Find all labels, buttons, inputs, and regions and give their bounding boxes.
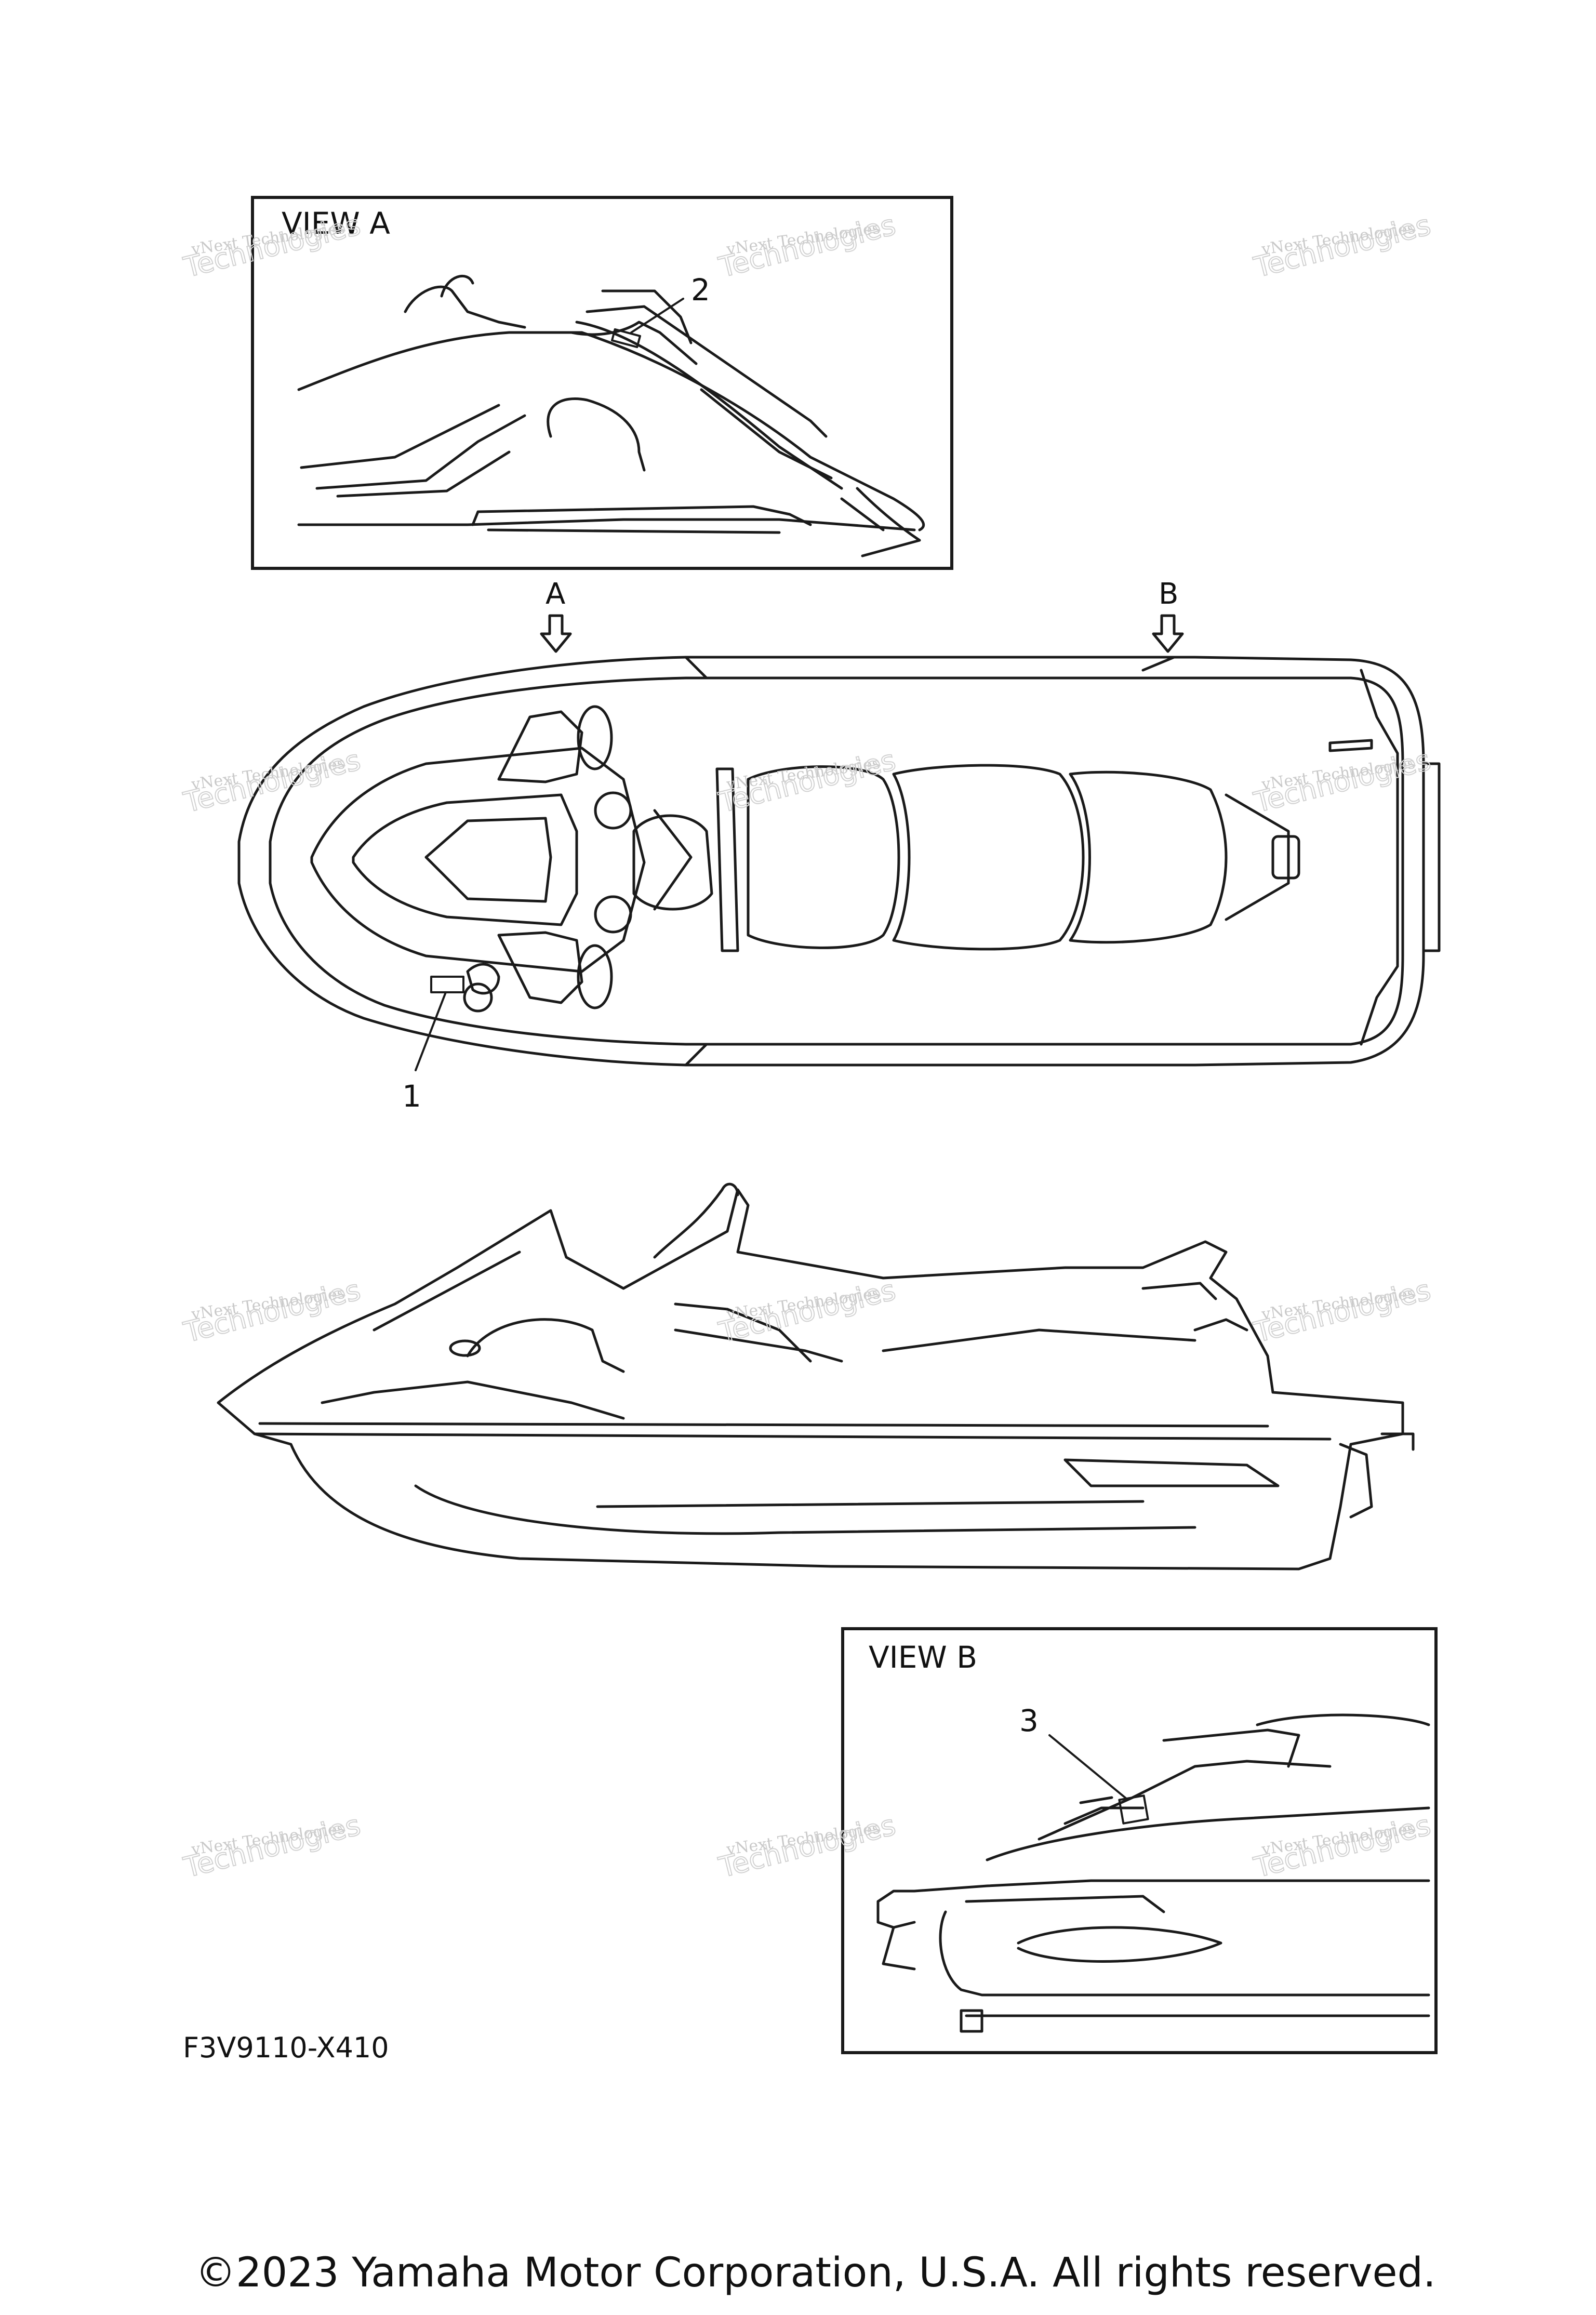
svg-text:Technologies: Technologies xyxy=(180,1808,364,1884)
watermark: vNext Technologies Technologies xyxy=(180,208,364,284)
view-b-craft-drawing xyxy=(876,1713,1430,2033)
part-code: F3V9110-X410 xyxy=(183,2031,389,2064)
svg-text:Technologies: Technologies xyxy=(180,1273,364,1349)
watermark: vNext Technologies Technologies xyxy=(715,208,899,284)
watermark: vNext Technologies Technologies xyxy=(180,1808,364,1884)
watermark: vNext Technologies Technologies xyxy=(1250,1273,1434,1349)
watermark: vNext Technologies Technologies xyxy=(1250,743,1434,819)
svg-text:Technologies: Technologies xyxy=(180,208,364,284)
svg-text:Technologies: Technologies xyxy=(715,208,899,284)
callout-2: 2 xyxy=(611,272,710,349)
arrow-a-label: A xyxy=(546,577,565,611)
view-b-panel: VIEW B 3 xyxy=(841,1627,1438,2054)
watermark: vNext Technologies Technologies xyxy=(715,743,899,819)
watermark: vNext Technologies Technologies xyxy=(715,1273,899,1349)
view-arrow-b: B xyxy=(1152,577,1184,653)
view-a-title: VIEW A xyxy=(282,206,390,241)
svg-text:Technologies: Technologies xyxy=(1251,1273,1434,1349)
callout-2-number: 2 xyxy=(691,272,710,308)
view-a-panel: VIEW A 2 xyxy=(251,196,953,570)
svg-text:Technologies: Technologies xyxy=(1251,1808,1434,1884)
view-a-frame xyxy=(251,196,953,570)
callout-1: 1 xyxy=(402,976,464,1114)
watermark: vNext Technologies Technologies xyxy=(715,1808,899,1884)
view-b-title: VIEW B xyxy=(869,1640,977,1675)
watermark: vNext Technologies Technologies xyxy=(1250,1808,1434,1884)
side-view-craft-drawing xyxy=(217,1182,1415,1571)
arrow-b-label: B xyxy=(1159,577,1178,611)
watermark: vNext Technologies Technologies xyxy=(180,1273,364,1349)
view-a-craft-drawing xyxy=(297,274,925,557)
view-b-frame xyxy=(841,1627,1438,2054)
svg-text:Technologies: Technologies xyxy=(1251,743,1434,819)
watermark: vNext Technologies Technologies xyxy=(180,743,364,819)
svg-text:Technologies: Technologies xyxy=(1251,208,1434,284)
callout-1-number: 1 xyxy=(402,1079,421,1114)
callout-3: 3 xyxy=(1019,1703,1149,1825)
svg-text:Technologies: Technologies xyxy=(715,1808,899,1884)
svg-text:Technologies: Technologies xyxy=(715,743,899,819)
svg-text:Technologies: Technologies xyxy=(715,1273,899,1349)
svg-text:Technologies: Technologies xyxy=(180,743,364,819)
view-arrow-a: A xyxy=(540,577,572,653)
callout-3-number: 3 xyxy=(1019,1703,1039,1738)
top-view-craft-drawing xyxy=(237,656,1441,1067)
copyright-notice: ©2023 Yamaha Motor Corporation, U.S.A. A… xyxy=(195,2250,1436,2296)
watermark: vNext Technologies Technologies xyxy=(1250,208,1434,284)
